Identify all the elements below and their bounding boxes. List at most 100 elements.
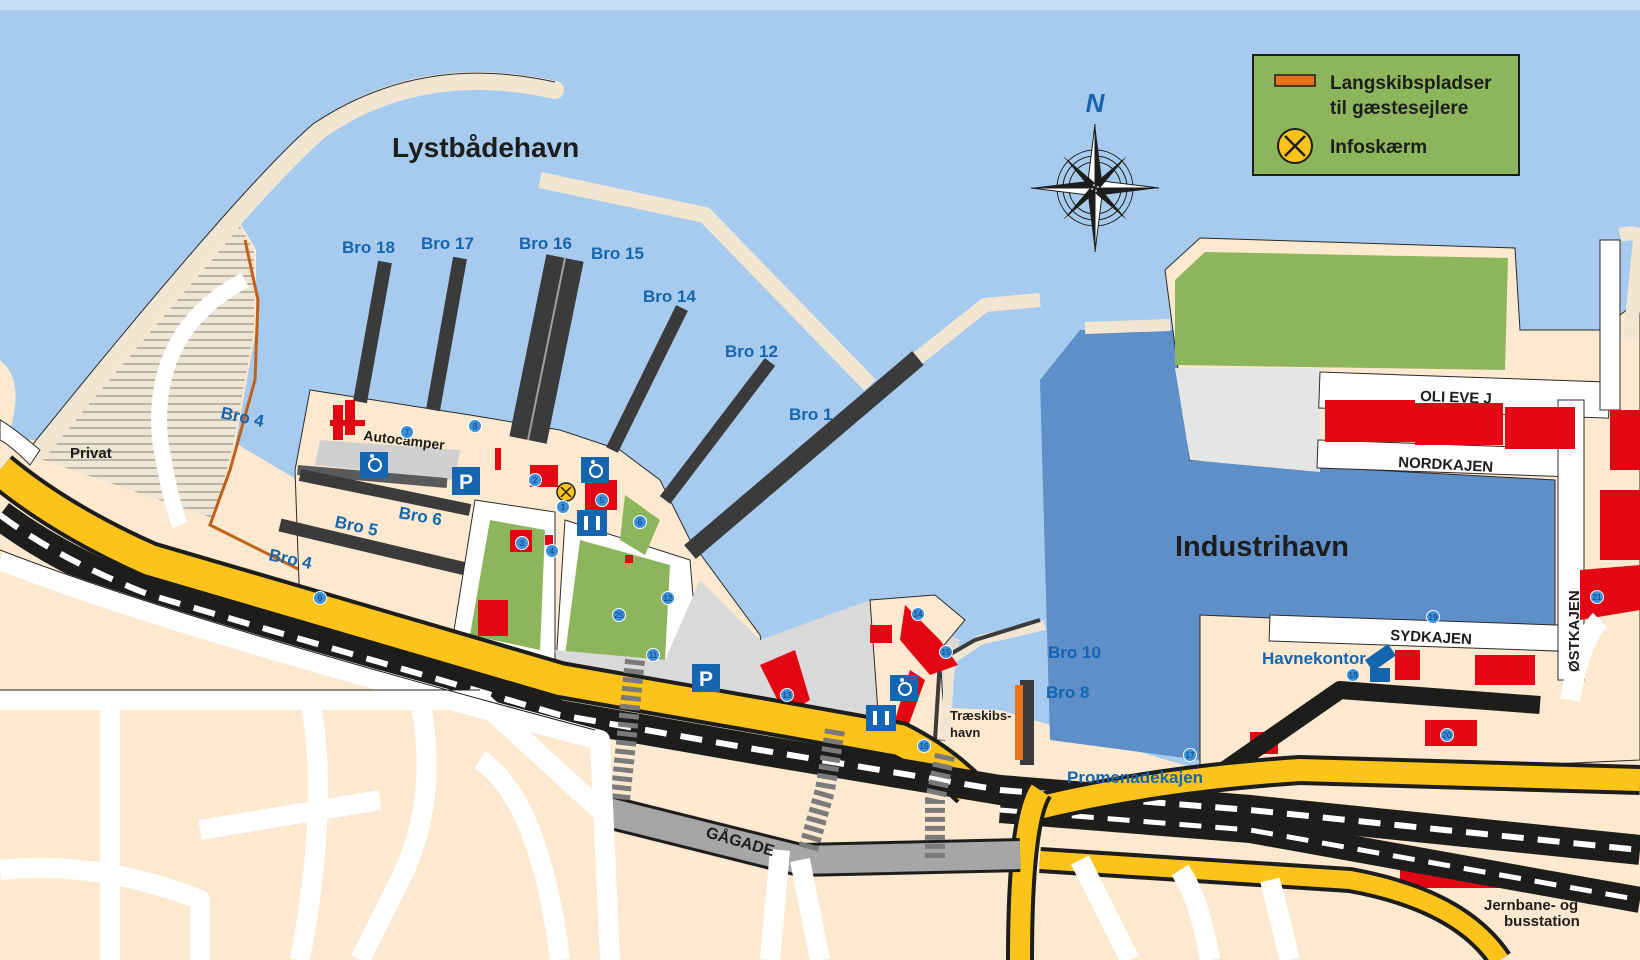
marker-17: 17 [1183,748,1197,762]
road-east [1599,239,1621,411]
label-bro-8: Bro 8 [1046,683,1089,702]
svg-text:9: 9 [318,594,323,603]
legend-line2: til gæstesejlere [1330,98,1468,119]
rail-right-2-dash [999,807,1640,903]
marker-12: 12 [661,591,675,605]
label-nordkajen: NORDKAJEN [1398,454,1494,476]
marker-19: 19 [1426,610,1440,624]
svg-text:16: 16 [920,742,929,751]
legend: Langskibspladser til gæstesejlere Infosk… [1252,54,1520,176]
label-bro-15: Bro 15 [591,244,644,263]
marker-3: 3 [515,536,529,550]
label-bro-12: Bro 12 [725,342,778,361]
label-bro-17: Bro 17 [421,234,474,253]
marker-18: 18 [1346,668,1360,682]
pier-bro-14 [606,305,688,453]
label-bro-14: Bro 14 [643,287,696,306]
svg-text:14: 14 [914,610,923,619]
top-strip [0,0,1640,10]
svg-text:6: 6 [638,518,643,527]
svg-text:2: 2 [533,476,538,485]
svg-text:21: 21 [1593,593,1602,602]
marker-15: 15 [939,645,953,659]
breakwater [31,72,564,459]
parking-icon-1: P [452,467,480,495]
svg-text:15: 15 [942,648,951,657]
mole-bro-1-ext [913,293,1041,364]
compass-n: N [1086,88,1106,118]
marker-4: 4 [545,544,559,558]
wheelchair-icon [360,452,918,701]
pier-bro-16-divider [527,257,566,441]
white-roads [0,550,1608,960]
marker-5: 5 [595,493,609,507]
road-yellow-down-fill [1010,784,1049,960]
marker-1: 1 [556,500,570,514]
marker-7: 7 [400,425,414,439]
label-bro-1: Bro 1 [789,405,832,424]
havnekontor-quay [1219,681,1541,778]
lot-green-b [565,540,670,660]
marker-6: 6 [633,515,647,529]
pier-bro-5 [278,518,472,577]
svg-text:18: 18 [1349,671,1358,680]
svg-text:19: 19 [1429,613,1438,622]
industri-grey [1175,368,1320,472]
treskib-mole [940,620,1047,741]
legend-info: Infoskærm [1330,137,1427,158]
private-area [38,223,256,522]
center-mole [538,172,876,391]
svg-text:7: 7 [405,428,410,437]
label-privat: Privat [70,445,112,462]
marker-25: 25 [612,608,626,622]
label-jernbane-2: busstation [1504,913,1580,930]
infoscreen-marker [556,482,576,502]
parking-icon-2: P [692,664,720,692]
svg-text:25: 25 [615,611,624,620]
industri-mole [1084,319,1171,334]
compass-rose [1030,123,1160,253]
label-jernbane-1: Jernbane- og [1484,897,1578,914]
marker-8: 8 [468,419,482,433]
svg-text:1: 1 [561,503,566,512]
label-ostkajen: ØSTKAJEN [1566,590,1583,672]
stairs-a [610,658,645,802]
label-treskib-2: havn [950,725,980,740]
breakwater-edge [32,72,556,445]
svg-text:P: P [699,668,713,691]
svg-text:13: 13 [783,691,792,700]
pier-bro-17 [426,256,467,412]
privat-edge [0,419,41,466]
road-yellow-lower-fill [1039,851,1508,960]
marker-2: 2 [528,473,542,487]
svg-text:17: 17 [1186,751,1195,760]
label-sydkajen: SYDKAJEN [1390,627,1472,648]
stairs-b [798,728,845,853]
label-promenadekajen: Promenadekajen [1067,768,1203,787]
marker-11: 11 [646,648,660,662]
label-bro-10: Bro 10 [1048,643,1101,662]
marker-21: 21 [1590,590,1604,604]
svg-text:20: 20 [1443,731,1452,740]
title-industrihavn: Industrihavn [1175,531,1349,563]
svg-text:P: P [459,471,473,494]
pier-bro-1 [684,351,924,559]
label-olieve: OLI EVE J [1420,388,1492,407]
industri-basin [1040,330,1555,760]
svg-text:12: 12 [664,594,673,603]
private-road [151,272,249,528]
road-yellow-right-fill [1027,758,1640,821]
label-treskib-1: Træskibs- [950,708,1011,723]
rail-main-dash [0,512,1640,853]
pier-bro-18 [353,260,392,404]
marker-9: 9 [313,591,327,605]
infoscreen-icon [1277,128,1313,164]
legend-line1: Langskibspladser [1330,73,1492,94]
marker-20: 20 [1440,728,1454,742]
label-havnekontor: Havnekontor [1262,649,1366,668]
label-bro-18: Bro 18 [342,238,395,257]
svg-text:11: 11 [649,651,658,660]
marker-13: 13 [780,688,794,702]
